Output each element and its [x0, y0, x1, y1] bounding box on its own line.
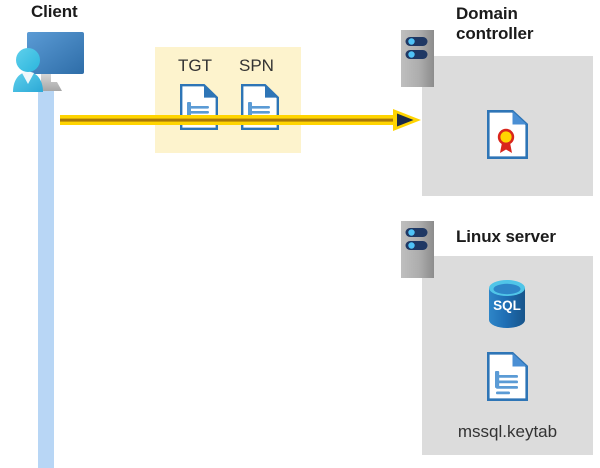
page-title-domain-controller: Domain controller	[456, 4, 534, 43]
page-title-linux-server: Linux server	[456, 227, 556, 246]
tgt-label: TGT	[178, 56, 212, 75]
certificate-icon	[487, 110, 528, 159]
page-title-client: Client	[31, 2, 78, 21]
request-arrow	[60, 108, 422, 132]
server-rack-icon	[401, 221, 434, 278]
spn-label: SPN	[239, 56, 274, 75]
client-lifeline	[38, 86, 54, 468]
sql-database-icon: SQL	[486, 279, 528, 329]
keytab-filename-label: mssql.keytab	[457, 422, 558, 441]
kerberos-token-box	[155, 47, 301, 153]
server-rack-icon	[401, 30, 434, 87]
svg-text:SQL: SQL	[493, 298, 521, 313]
user-workstation-icon	[5, 29, 89, 95]
keytab-file-icon	[487, 352, 528, 401]
